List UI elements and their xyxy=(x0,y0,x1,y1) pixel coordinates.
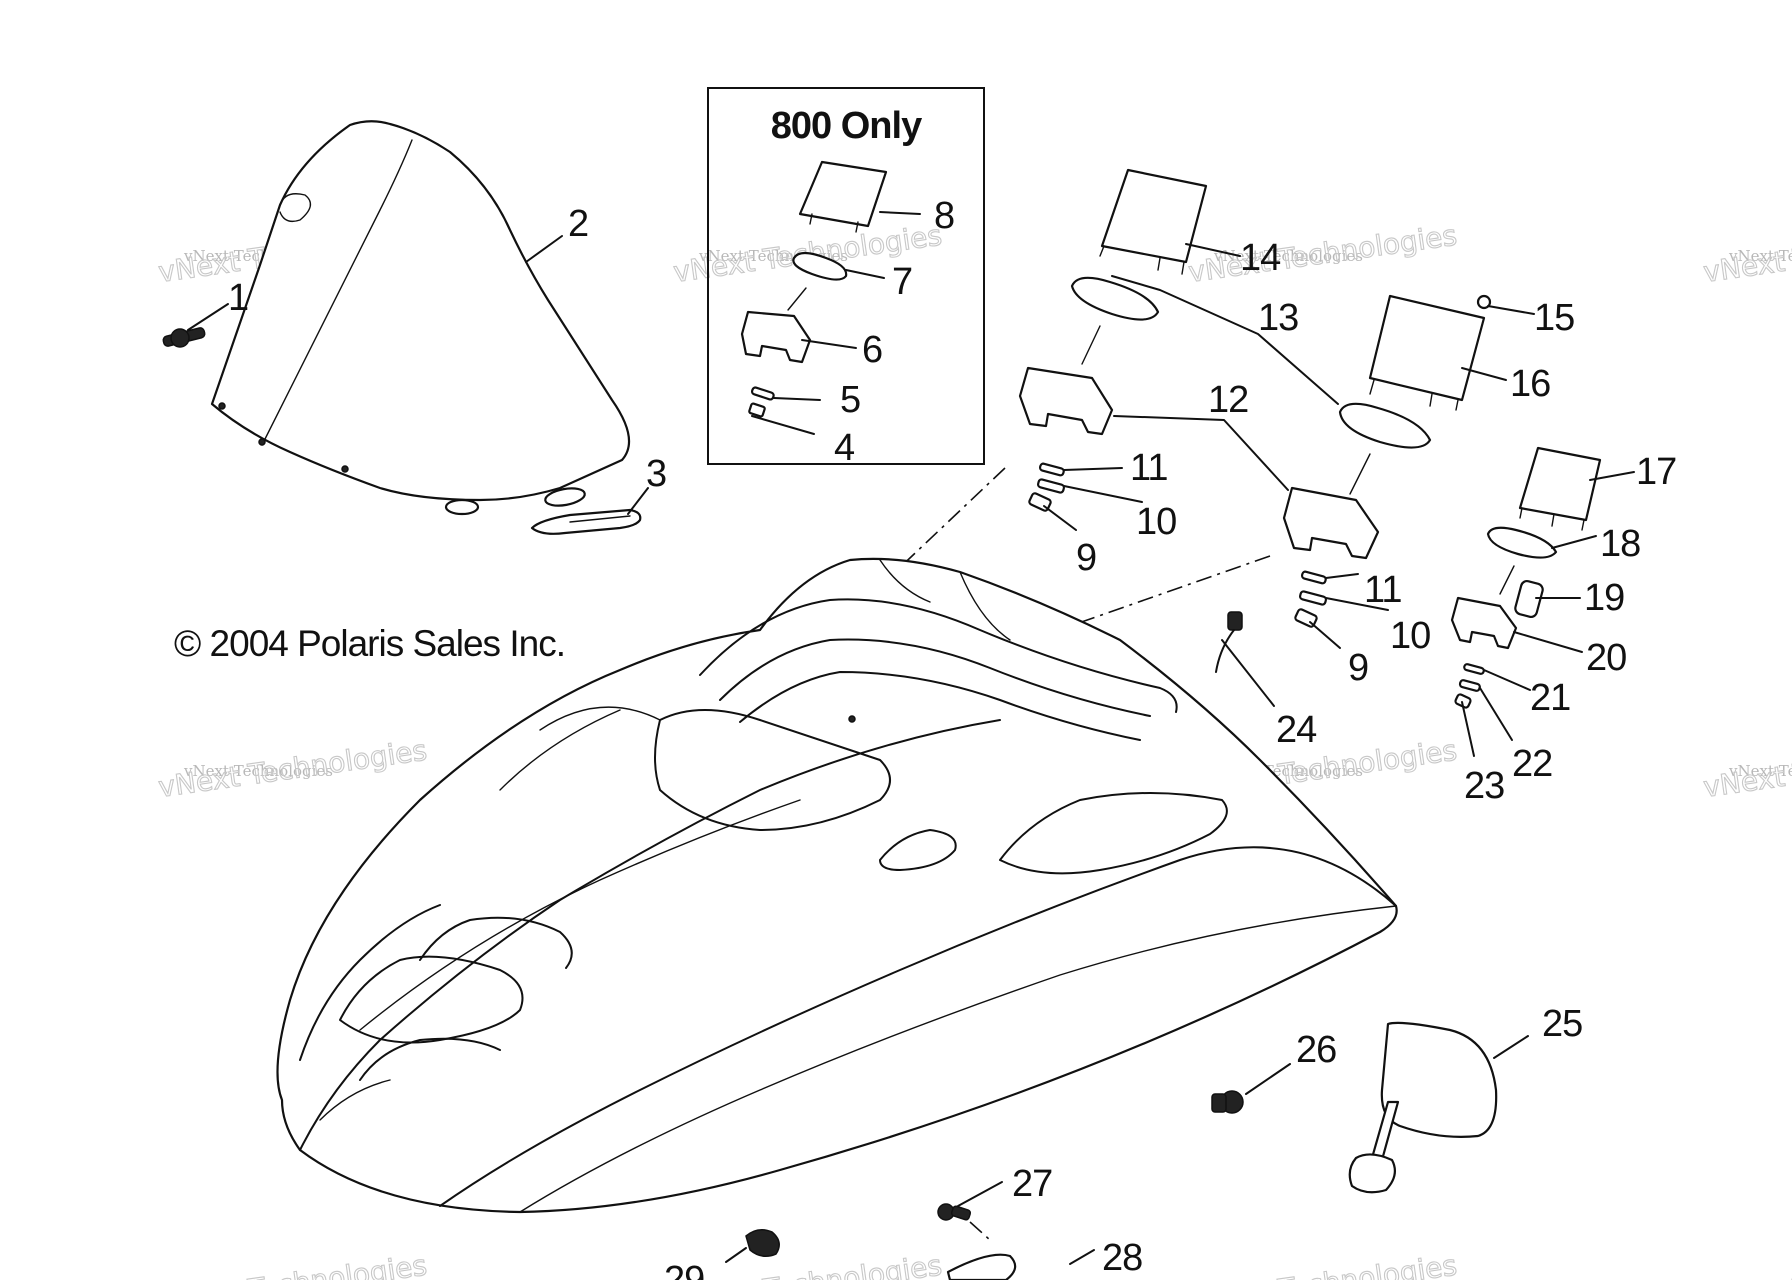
callout-7: 7 xyxy=(892,261,912,303)
callout-23: 23 xyxy=(1464,765,1504,807)
callout-27: 27 xyxy=(1012,1163,1052,1205)
bolt-27 xyxy=(937,1203,991,1241)
callout-11b: 11 xyxy=(1364,569,1401,611)
gauge-14 xyxy=(1099,168,1208,275)
gauge-800 xyxy=(798,160,888,228)
callout-16: 16 xyxy=(1510,363,1550,405)
callout-17: 17 xyxy=(1636,451,1676,493)
callout-21: 21 xyxy=(1530,677,1570,719)
grab-handle xyxy=(530,508,642,535)
callout-labels: 1 2 3 4 5 6 7 8 9 9 10 10 11 11 12 13 14… xyxy=(228,195,1677,1280)
watermark: vNext Technologies vNext Technologies xyxy=(671,1248,945,1280)
windshield xyxy=(210,120,631,516)
gauge-16 xyxy=(1368,294,1486,411)
callout-19: 19 xyxy=(1584,577,1624,619)
watermark: vNext Technologies vNext Technologies xyxy=(156,1248,430,1280)
bracket-20 xyxy=(1450,596,1518,650)
connector-24 xyxy=(1215,611,1243,673)
callout-11a: 11 xyxy=(1130,447,1167,489)
hardware-9-10-11b xyxy=(1294,570,1328,628)
inset-frame xyxy=(707,87,985,465)
callout-6: 6 xyxy=(862,329,882,371)
watermark-small: vNext Technologies xyxy=(183,1277,333,1280)
hardware-21-22-23 xyxy=(1454,663,1485,709)
watermark-big: vNext Technologies xyxy=(156,1249,429,1280)
spring-800 xyxy=(750,386,775,401)
callout-5: 5 xyxy=(840,379,860,421)
watermark-small: vNext Technologies xyxy=(183,762,333,780)
copyright-notice: © 2004 Polaris Sales Inc. xyxy=(174,623,565,664)
guide-line xyxy=(1081,325,1101,365)
callout-13: 13 xyxy=(1258,297,1298,339)
callout-9a: 9 xyxy=(1076,537,1096,579)
callout-15: 15 xyxy=(1534,297,1574,339)
callout-3: 3 xyxy=(646,453,666,495)
callout-2: 2 xyxy=(568,203,588,245)
centerline xyxy=(1029,555,1271,641)
callout-26: 26 xyxy=(1296,1029,1336,1071)
bezel-ring-13b xyxy=(1338,402,1432,449)
bezel-ring-18 xyxy=(1486,526,1558,559)
hardware-9-10-11a xyxy=(1028,462,1066,512)
callout-25: 25 xyxy=(1542,1003,1582,1045)
bracket-12a xyxy=(1018,366,1114,436)
watermark-small: vNext Technologies xyxy=(1728,762,1792,780)
guide-line xyxy=(1349,453,1371,495)
mirror xyxy=(1348,1021,1498,1194)
gauge-bracket-800 xyxy=(740,310,812,364)
callout-8: 8 xyxy=(934,195,954,237)
bracket-28 xyxy=(946,1253,1017,1280)
watermark-small: vNext Technologies xyxy=(1728,247,1792,265)
bezel-ring-13a xyxy=(1070,276,1160,321)
watermark-big: vNext Technologies xyxy=(1701,734,1792,804)
watermark: vNext Technologies vNext Technologies xyxy=(156,733,430,804)
nut-800 xyxy=(748,402,766,418)
watermark: vNext Technologies vNext Technologies xyxy=(1186,1248,1460,1280)
watermark: vNext Technologies vNext Technologies xyxy=(1701,218,1792,289)
callout-20: 20 xyxy=(1586,637,1626,679)
callout-29: 29 xyxy=(664,1259,704,1280)
hood xyxy=(276,557,1398,1214)
callout-22: 22 xyxy=(1512,743,1552,785)
clip-29 xyxy=(745,1229,780,1257)
sensor-19 xyxy=(1514,579,1544,619)
callout-1: 1 xyxy=(228,277,248,319)
watermark-big: vNext Technologies xyxy=(1186,1249,1459,1280)
watermark-small: vNext Technologies xyxy=(1728,1277,1792,1280)
bezel-ring-800 xyxy=(792,251,848,281)
callout-10b: 10 xyxy=(1390,615,1430,657)
callout-28: 28 xyxy=(1102,1237,1142,1279)
leader-lines xyxy=(187,211,1635,1265)
guide-line xyxy=(1499,565,1515,595)
watermark-big: vNext Technologies xyxy=(1701,1249,1792,1280)
callout-12: 12 xyxy=(1208,379,1248,421)
fastener-15 xyxy=(1476,294,1492,310)
inset-title: 800 Only xyxy=(771,105,922,147)
windshield-screw xyxy=(162,327,206,348)
callout-18: 18 xyxy=(1600,523,1640,565)
watermark: vNext Technologies vNext Technologies xyxy=(1701,733,1792,804)
callout-14: 14 xyxy=(1240,237,1281,279)
watermark-big: vNext Technologies xyxy=(156,734,429,804)
bracket-12b xyxy=(1282,486,1380,560)
inset-800-only: 800 Only xyxy=(707,87,985,465)
watermark-small: vNext Technologies xyxy=(1213,1277,1363,1280)
callout-10a: 10 xyxy=(1136,501,1176,543)
callout-24: 24 xyxy=(1276,709,1317,751)
watermark-big: vNext Technologies xyxy=(671,1249,944,1280)
watermark-small: vNext Technologies xyxy=(698,1277,848,1280)
callout-4: 4 xyxy=(834,427,855,469)
watermark: vNext Technologies vNext Technologies xyxy=(1701,1248,1792,1280)
mirror-mount-26 xyxy=(1211,1090,1244,1114)
gauge-17 xyxy=(1518,446,1602,531)
callout-9b: 9 xyxy=(1348,647,1368,689)
watermark-small: vNext Technologies xyxy=(1213,247,1363,265)
watermark-big: vNext Technologies xyxy=(1701,219,1792,289)
